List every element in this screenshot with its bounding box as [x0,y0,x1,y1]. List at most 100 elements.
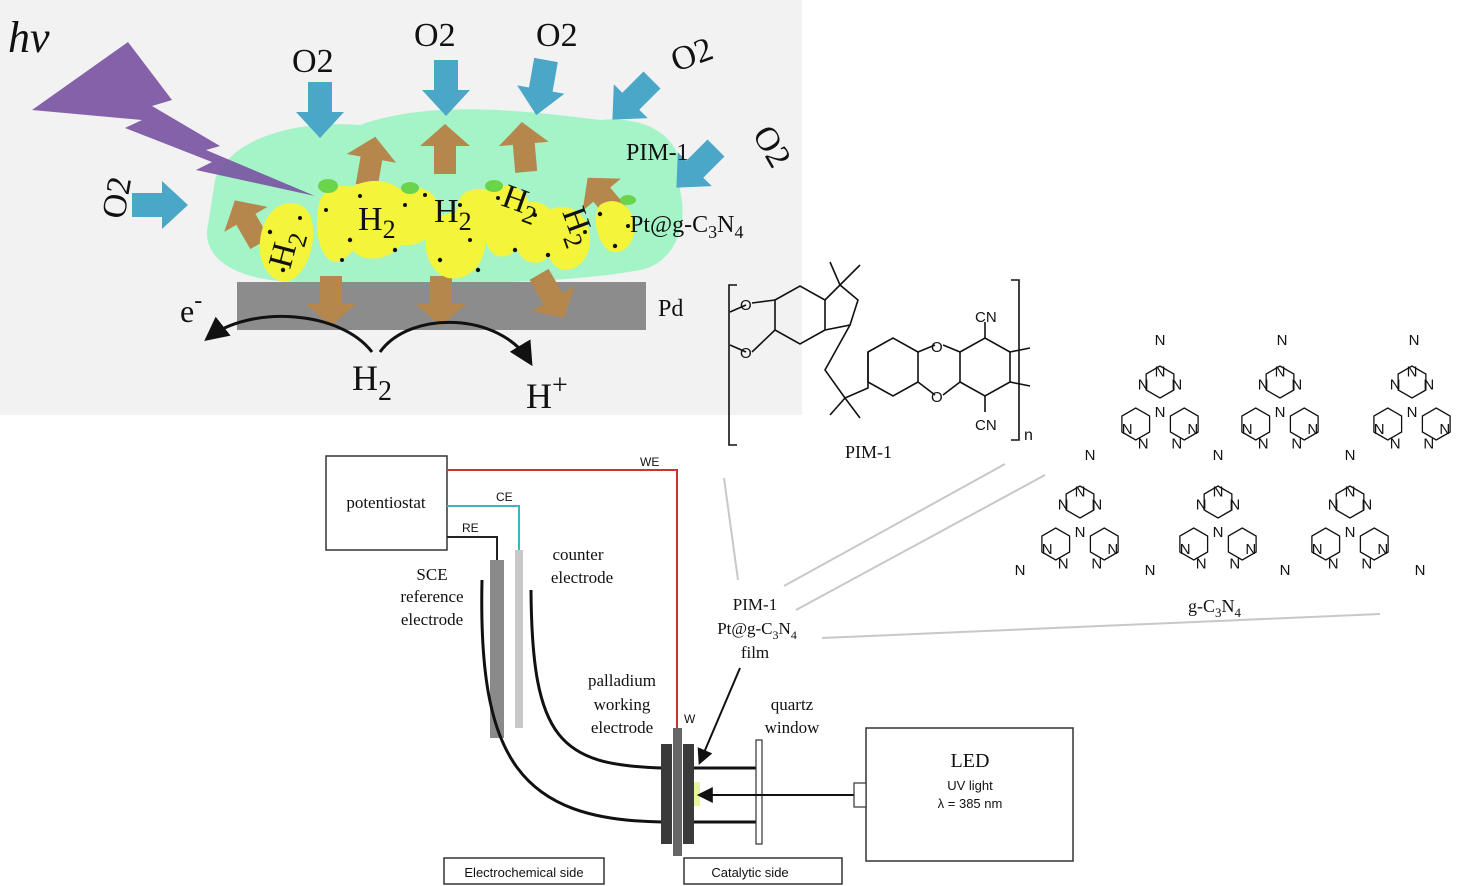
o2-label: O2 [536,17,578,54]
n-atom: N [1258,436,1269,453]
gc3n4-structure-name: g-C3N4 [1188,596,1242,620]
working-electrode-label: working [594,695,651,714]
n-atom: N [1407,404,1418,421]
triazine-ring [1041,527,1071,561]
proton-label: H+ [526,370,568,416]
o-atom: O [740,297,752,314]
zoom-line [783,463,1006,587]
o2-arrow [132,181,188,229]
ring-bond [824,324,869,399]
photocatalysis-panel: hv O2 O2 O2 O2 O2 O2 H2 H2 H2 H2 H2 PIM-… [0,0,802,416]
h2-label: H2 [434,193,472,236]
pt-dot [437,257,443,263]
n-atom: N [1291,376,1302,393]
n-atom: N [1307,421,1318,438]
particle [595,201,635,252]
triazine-ring [1311,527,1341,561]
n-atom: N [1075,524,1086,541]
n-atom: N [1390,436,1401,453]
o2-arrow [676,139,725,188]
up-arrow [498,122,549,173]
down-arrow [529,268,575,318]
cn-group: CN [975,417,997,434]
working-electrode-rod [673,728,682,856]
n-atom: N [1213,484,1224,501]
triazine-ring [1335,485,1365,519]
amine-n-atom: N [1085,447,1096,464]
led-nozzle [853,782,867,808]
o2-arrow [517,57,565,116]
reference-electrode-label: SCE [416,565,447,584]
n-atom: N [1091,556,1102,573]
setup: potentiostat WE CE RE W LED UV light λ =… [325,455,1381,885]
n-atom: N [1196,496,1207,513]
ce-wire [447,505,520,552]
n-atom: N [1407,364,1418,381]
pt-dot [358,194,362,198]
bond [917,344,936,353]
amine-n-atom: N [1415,562,1426,579]
triazine-ring [1359,527,1389,561]
pt-dot [347,237,353,243]
n-atom: N [1361,496,1372,513]
n-atom: N [1229,496,1240,513]
counter-electrode-label: electrode [551,568,613,587]
bond [917,381,936,396]
catalytic-side-label: Catalytic side [711,865,788,880]
tip [318,179,338,193]
n-atom: N [1180,541,1191,558]
amine-n-atom: N [1145,562,1156,579]
pt-dots [267,193,630,273]
catalytic-side-box [683,857,843,885]
down-arrow [416,276,466,326]
n-atom: N [1196,556,1207,573]
triazine-ring [1065,485,1095,519]
tip [620,195,636,205]
electron-flow-arrow [204,315,374,353]
triazine-ring [1227,527,1257,561]
amine-n-atom: N [1409,332,1420,349]
quartz-window-label: window [765,718,821,737]
reference-electrode-label: electrode [401,610,463,629]
particle [543,206,590,270]
electron-label: e- [180,288,202,329]
n-atom: N [1345,524,1356,541]
triazine-ring [1397,365,1427,399]
catalyst-label: Pt@g-C3N4 [630,212,743,242]
triazine-ring [1169,407,1199,441]
film-label: film [741,643,769,662]
h2-labels: H2 H2 H2 H2 H2 [262,178,598,272]
pt-dot [458,203,462,207]
triazine-ring [1121,407,1151,441]
pt-dot [496,196,500,200]
benzene-ring [959,337,1011,397]
bond [729,304,747,313]
triazine-ring [1203,485,1233,519]
film-pointer-arrow [697,667,741,765]
n-atom: N [1328,496,1339,513]
re-wire-label: RE [462,521,479,535]
down-arrow [306,276,356,326]
n-atom: N [1275,364,1286,381]
pt-dot [280,267,286,273]
pt-dot [403,203,407,207]
bond [751,299,776,304]
electrochemical-side-label: Electrochemical side [464,865,583,880]
particle [259,203,314,282]
pim1-structure-name: PIM-1 [845,442,892,462]
quartz-window [755,739,763,845]
n-atom: N [1242,421,1253,438]
pt-dot [468,238,472,242]
we-wire [447,469,678,730]
green-tips [318,179,636,205]
pt-dot [612,243,618,249]
bond [942,344,961,353]
n-atom: N [1229,556,1240,573]
pt-dot [545,252,551,258]
triazine-ring [1241,407,1271,441]
triazine-ring [1265,365,1295,399]
